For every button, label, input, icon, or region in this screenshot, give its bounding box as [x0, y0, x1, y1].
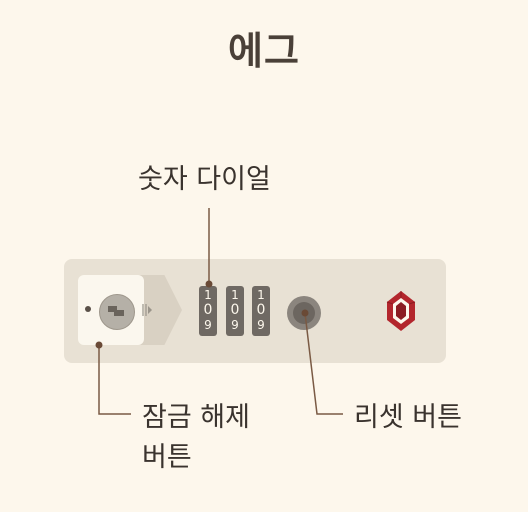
- dial-digit: 0: [256, 302, 266, 318]
- number-dial-label: 숫자 다이얼: [138, 164, 271, 195]
- dial-digit: 1: [257, 288, 265, 302]
- dial-digit: 9: [231, 318, 239, 332]
- dial-digit: 0: [203, 302, 213, 318]
- page-title: 에그: [228, 29, 300, 73]
- key-slot-icon: [108, 306, 124, 316]
- release-indicator-dot: [85, 306, 91, 312]
- number-dial-1: 1 0 9: [199, 286, 217, 336]
- dial-digit: 9: [257, 318, 265, 332]
- number-dial-3: 1 0 9: [252, 286, 270, 336]
- dial-digit: 9: [204, 318, 212, 332]
- lock-release-button-label: 잠금 해제 버튼: [142, 402, 250, 473]
- dial-digit: 1: [231, 288, 239, 302]
- number-dial-2: 1 0 9: [226, 286, 244, 336]
- dial-digit: 1: [204, 288, 212, 302]
- reset-button-label: 리셋 버튼: [354, 402, 462, 433]
- slide-arrow-icon: [142, 304, 152, 316]
- dial-digit: 0: [230, 302, 240, 318]
- tsa-logo-icon: [386, 291, 416, 331]
